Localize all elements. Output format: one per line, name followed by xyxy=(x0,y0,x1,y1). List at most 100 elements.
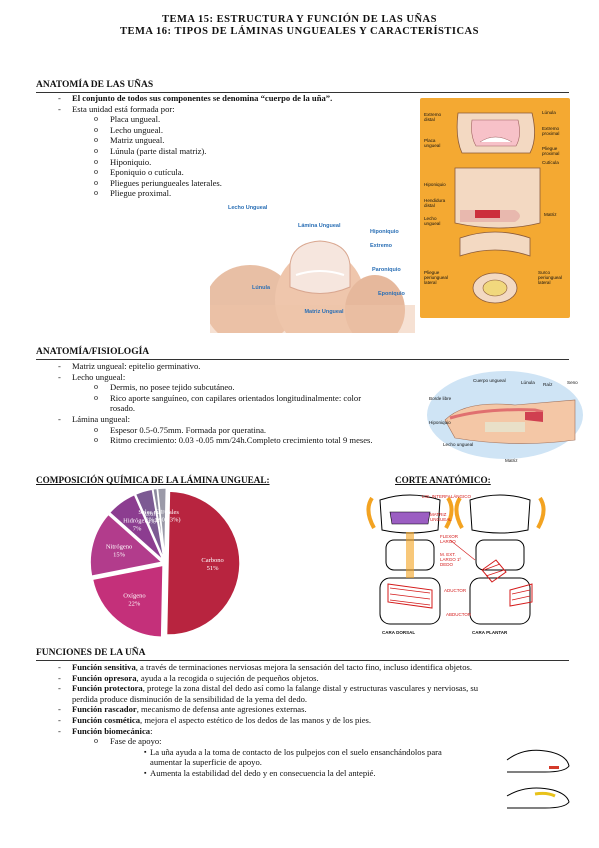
pie-value-label: 7% xyxy=(133,525,142,532)
apoyo-sublist: La uña ayuda a la toma de contacto de lo… xyxy=(110,747,530,779)
list-item-continuation: perdida produce disminución de la sensib… xyxy=(72,693,308,704)
list-item: Aumenta la estabilidad del dedo y en con… xyxy=(144,768,530,779)
list-item: El conjunto de todos sus componentes se … xyxy=(58,93,412,104)
component-item: Lúnula (parte distal matriz). xyxy=(94,146,412,157)
component-item: Pliegue proximal. xyxy=(94,188,412,199)
section-heading-anatomia: ANATOMÍA DE LAS UÑAS xyxy=(36,80,154,90)
label-cuticula: Cutícula xyxy=(542,160,559,165)
list-item-continuation: aumentar la superficie de apoyo. xyxy=(150,757,262,768)
label-hiponiquio: Hiponiquio xyxy=(370,229,399,235)
label-extremo-proximal: Extremo proximal xyxy=(542,126,560,136)
label-extremo-distal: Extremo distal xyxy=(424,112,442,122)
pie-value-label: 4% xyxy=(147,518,156,525)
label-matriz: Matriz xyxy=(505,458,518,463)
pie-slice-otros xyxy=(156,487,168,561)
label-cara-plantar: CARA PLANTAR xyxy=(472,630,508,635)
anatomia-list: El conjunto de todos sus componentes se … xyxy=(58,93,412,199)
list-item: Rico aporte sanguíneo, con capilares ori… xyxy=(94,393,422,404)
list-item: Función opresora, ayuda a la recogida o … xyxy=(58,673,562,684)
list-item-continuation: rosado. xyxy=(110,403,136,414)
component-item: Hiponiquio. xyxy=(94,157,412,168)
component-item: Pliegues periungueales laterales. xyxy=(94,178,412,189)
label-lamina-ungueal: Lámina Ungueal xyxy=(298,223,341,229)
label-borde-libre: Borde libre xyxy=(429,396,452,401)
label-seno: Seno xyxy=(567,380,578,385)
label-lunula: Lúnula xyxy=(521,380,535,385)
pie-value-label: 22% xyxy=(128,601,141,608)
title-line-2: TEMA 16: TIPOS DE LÁMINAS UNGUEALES Y CA… xyxy=(120,26,479,37)
pie-value-label: 1% xyxy=(154,517,163,524)
label-hiponiquio: Hiponiquio xyxy=(424,182,446,187)
pie-label: Sales minerales xyxy=(138,509,179,516)
pie-label: Oxígeno xyxy=(123,593,145,600)
finger-anatomy-diagram: Extremo distal Placa ungueal Lúnula Extr… xyxy=(420,98,570,318)
label-flexor-largo: FLEXOR LARGO xyxy=(440,534,459,544)
fisiologia-list: Matriz ungueal: epitelio germinativo. Le… xyxy=(58,361,422,446)
list-item: Función rascador, mecanismo de defensa a… xyxy=(58,704,562,715)
list-item: Función biomecánica: xyxy=(58,726,562,737)
component-item: Eponiquio o cutícula. xyxy=(94,167,412,178)
label-cara-dorsal: CARA DORSAL xyxy=(382,630,416,635)
label-matriz: Matriz xyxy=(544,212,557,217)
divider xyxy=(36,359,569,360)
label-lunula: Lúnula xyxy=(542,110,556,115)
divider xyxy=(36,660,569,661)
label-lig-interfalangico: LIG. INTERFALÁNGICO xyxy=(422,494,472,499)
nail-section-diagram: Cuerpo ungueal Lúnula Raíz Seno Borde li… xyxy=(425,370,585,468)
label-lecho-ungueal: Lecho ungueal xyxy=(424,216,441,226)
pie-value-label: 15% xyxy=(113,551,126,558)
list-item: Matriz ungueal: epitelio germinativo. xyxy=(58,361,422,372)
pie-label: Azufre xyxy=(142,510,160,517)
component-item: Matriz ungueal. xyxy=(94,135,412,146)
list-item: La uña ayuda a la toma de contacto de lo… xyxy=(144,747,530,758)
component-item: Lecho ungueal. xyxy=(94,125,412,136)
list-item: Función cosmética, mejora el aspecto est… xyxy=(58,715,562,726)
pie-value-label: 51% xyxy=(207,565,220,572)
nail-section-illustration xyxy=(427,371,583,459)
label-eponiquio: Eponiquio xyxy=(378,291,405,297)
label-matriz-ungueal: Matriz Ungueal xyxy=(304,309,344,315)
label-abductor: ABDUCTOR xyxy=(446,612,472,617)
label-hiponiquio: Hiponiquio xyxy=(429,420,451,425)
toe-cut-illustration xyxy=(366,494,546,625)
section-heading-composicion: COMPOSICIÓN QUÍMICA DE LA LÁMINA UNGUEAL… xyxy=(36,475,270,485)
list-item: Esta unidad está formada por: xyxy=(58,104,412,115)
label-pliegue-lateral: Pliegue periungueal lateral xyxy=(424,270,449,285)
label-paroniquio: Paroniquio xyxy=(372,267,401,273)
list-item: Función sensitiva, a través de terminaci… xyxy=(58,662,562,673)
label-ext-largo: M. EXT. LARGO 1º DEDO xyxy=(440,552,462,567)
toe-nail-photo: Lecho Ungueal Lámina Ungueal Hiponiquio … xyxy=(205,205,415,350)
anatomical-cut-diagram: LIG. INTERFALÁNGICO MATRIZ UNGUEAL FLEXO… xyxy=(360,490,555,638)
pie-slice-nitrógeno xyxy=(89,513,164,578)
list-item: Lecho ungueal: xyxy=(58,372,422,383)
toe-sketch-illustration xyxy=(506,749,570,809)
label-lecho-ungueal: Lecho Ungueal xyxy=(228,205,268,211)
toe-illustration xyxy=(205,205,415,350)
list-item: Función protectora, protege la zona dist… xyxy=(58,683,562,694)
components-list: Placa ungueal. Lecho ungueal. Matriz ung… xyxy=(72,114,412,199)
label-extremo: Extremo xyxy=(370,243,393,249)
pie-label: Otros xyxy=(156,508,171,515)
label-lecho-ungueal: Lecho ungueal xyxy=(443,442,474,447)
lecho-sublist: Dermis, no posee tejido subcutáneo. Rico… xyxy=(72,382,422,414)
label-matriz-ungueal: MATRIZ UNGUEAL xyxy=(430,512,452,522)
pie-label: Carbono xyxy=(201,557,223,564)
component-item: Placa ungueal. xyxy=(94,114,412,125)
list-item: Lámina ungueal: xyxy=(58,414,422,425)
label-surco-lateral: Surco periungueal lateral xyxy=(538,270,563,285)
finger-illustration xyxy=(454,112,541,304)
pie-slice-carbono xyxy=(165,490,241,636)
pie-label: Hidrógeno xyxy=(123,517,151,524)
toe-biomechanics-sketches xyxy=(505,742,575,822)
pie-label: Nitrógeno xyxy=(106,543,132,550)
label-pliegue-proximal: Pliegue proximal xyxy=(542,146,560,156)
funciones-list: Función sensitiva, a través de terminaci… xyxy=(58,662,562,779)
section-heading-fisiologia: ANATOMÍA/FISIOLOGÍA xyxy=(36,347,150,357)
section-heading-corte: CORTE ANATÓMICO: xyxy=(395,475,491,485)
label-hendidura-distal: Hendidura distal xyxy=(424,198,446,208)
label-raiz: Raíz xyxy=(543,382,553,387)
pie-slice-hidrógeno xyxy=(108,493,164,562)
label-lunula: Lúnula xyxy=(252,285,271,291)
list-item: Espesor 0.5-0.75mm. Formada por queratin… xyxy=(94,425,422,436)
